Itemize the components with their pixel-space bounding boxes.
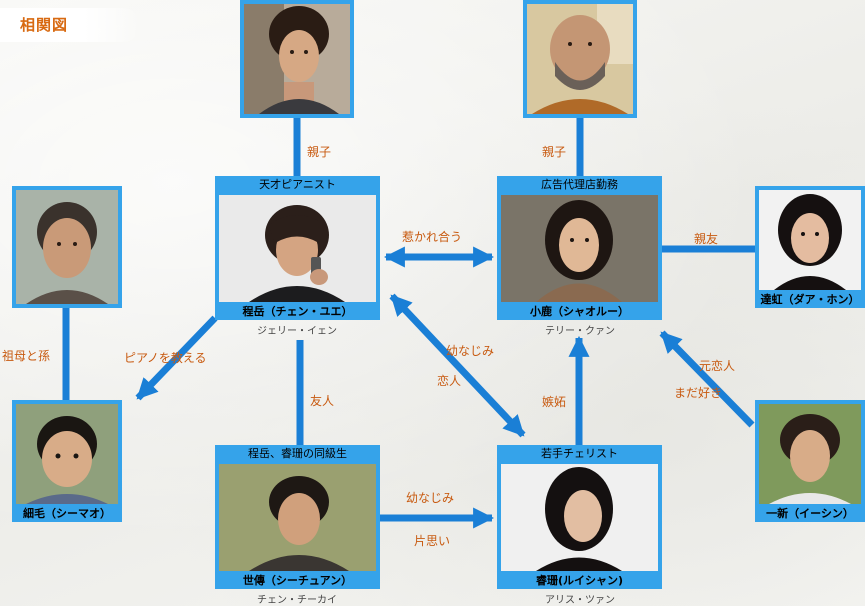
- shichuan-name: 世傳（シーチュアン）: [215, 572, 380, 589]
- shichuan-actor: チェン・チーカイ: [217, 591, 377, 606]
- mother-photo: [244, 4, 350, 114]
- yixin-photo: [759, 404, 861, 504]
- ximao-photo: [16, 404, 118, 504]
- xiaolu-name: 小鹿（シャオルー）: [497, 303, 662, 320]
- relation-grandmother-grandson: 祖母と孫: [2, 347, 50, 364]
- relation-friend: 友人: [310, 392, 334, 409]
- xiaolu-role: 広告代理店勤務: [497, 176, 662, 194]
- relation-parent-child-left: 親子: [307, 143, 331, 160]
- dahong-photo: [759, 190, 861, 290]
- chengyue-role: 天才ピアニスト: [215, 176, 380, 194]
- ximao-name: 細毛（シーマオ）: [12, 505, 122, 522]
- ruishan-actor: アリス・ツァン: [500, 591, 660, 606]
- chengyue-photo: [219, 195, 376, 302]
- ruishan-photo: [501, 464, 658, 571]
- chengyue-actor: ジェリー・イェン: [217, 322, 377, 337]
- relation-best-friend: 親友: [694, 230, 718, 247]
- xiaolu-card[interactable]: 広告代理店勤務 小鹿（シャオルー）: [497, 176, 662, 320]
- mother-card[interactable]: [240, 0, 354, 118]
- shichuan-card[interactable]: 程岳、睿珊の同級生 世傳（シーチュアン）: [215, 445, 380, 589]
- relation-ex-lover: 元恋人: [699, 357, 735, 374]
- grandma-photo: [16, 190, 118, 304]
- chengyue-card[interactable]: 天才ピアニスト 程岳（チェン・ユエ）: [215, 176, 380, 320]
- relation-parent-child-right: 親子: [542, 143, 566, 160]
- chengyue-name: 程岳（チェン・ユエ）: [215, 303, 380, 320]
- father-photo: [527, 4, 633, 114]
- relation-still-likes: まだ好き: [674, 384, 722, 401]
- line-ex-lover: [662, 333, 752, 425]
- father-card[interactable]: [523, 0, 637, 118]
- relation-jealousy: 嫉妬: [542, 393, 566, 410]
- yixin-card[interactable]: 一新（イーシン）: [755, 400, 865, 522]
- ruishan-name: 睿珊(ルイシャン): [497, 572, 662, 589]
- dahong-card[interactable]: 達虹（ダア・ホン）: [755, 186, 865, 308]
- ruishan-card[interactable]: 若手チェリスト 睿珊(ルイシャン): [497, 445, 662, 589]
- xiaolu-actor: テリー・クァン: [500, 322, 660, 337]
- relation-childhood-friend-1: 幼なじみ: [446, 342, 494, 359]
- relation-one-sided-love: 片思い: [414, 532, 450, 549]
- shichuan-photo: [219, 464, 376, 571]
- dahong-name: 達虹（ダア・ホン）: [755, 291, 865, 308]
- yixin-name: 一新（イーシン）: [755, 505, 865, 522]
- relation-teaches-piano: ピアノを教える: [124, 349, 207, 366]
- grandma-card[interactable]: [12, 186, 122, 308]
- shichuan-role: 程岳、睿珊の同級生: [215, 445, 380, 463]
- ruishan-role: 若手チェリスト: [497, 445, 662, 463]
- ximao-card[interactable]: 細毛（シーマオ）: [12, 400, 122, 522]
- relation-attracted: 惹かれ合う: [402, 228, 462, 245]
- relation-lover: 恋人: [437, 372, 461, 389]
- xiaolu-photo: [501, 195, 658, 302]
- relation-childhood-friend-2: 幼なじみ: [406, 489, 454, 506]
